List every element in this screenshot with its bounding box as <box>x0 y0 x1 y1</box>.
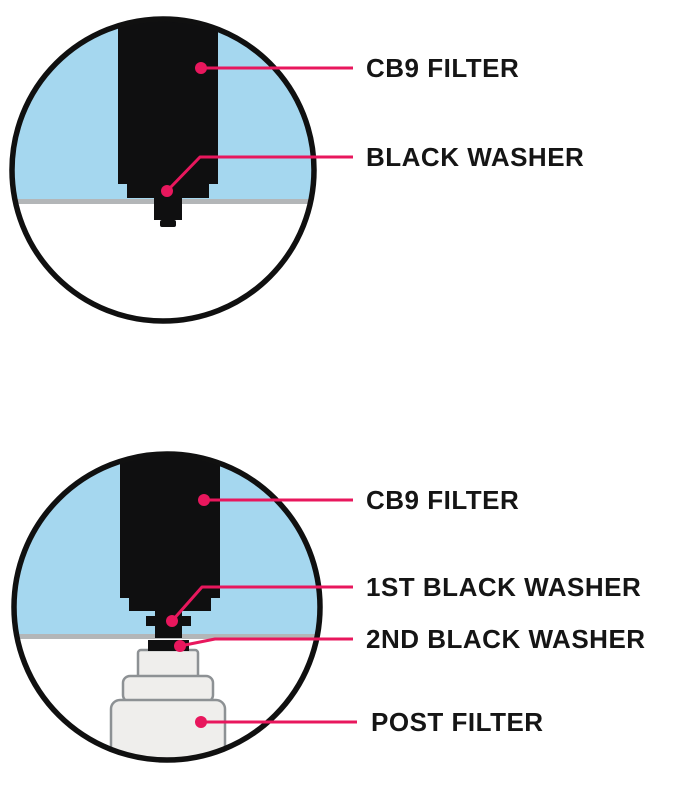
label-cb9-filter: CB9 FILTER <box>366 485 519 515</box>
filter-stem-tip <box>160 220 176 227</box>
cb9-filter-body <box>120 456 220 598</box>
label-post-filter: POST FILTER <box>371 707 544 737</box>
label-cb9-filter: CB9 FILTER <box>366 53 519 83</box>
label-first-black-washer: 1ST BLACK WASHER <box>366 572 641 602</box>
filter-stem <box>154 198 182 220</box>
second-washer-pointer-dot <box>174 640 186 652</box>
second-black-washer <box>148 640 189 651</box>
second-washer-leader-line <box>179 637 353 648</box>
post-filter-housing <box>109 698 227 758</box>
label-second-black-washer: 2ND BLACK WASHER <box>366 624 646 654</box>
cb9-pointer-dot <box>195 62 207 74</box>
first-washer-pointer-dot <box>166 615 178 627</box>
cb9-pointer-dot <box>198 494 210 506</box>
cb9-filter-base <box>129 598 211 611</box>
black-washer-pointer-dot <box>161 185 173 197</box>
black-washer-leader-line <box>165 155 353 193</box>
first-washer-leader-line <box>170 585 353 622</box>
post-filter-pointer-dot <box>195 716 207 728</box>
post-filter-neck <box>136 648 200 680</box>
top-diagram: CB9 FILTER BLACK WASHER <box>9 16 584 324</box>
post-filter-flange <box>121 674 215 704</box>
bottom-diagram: CB9 FILTER 1ST BLACK WASHER 2ND BLACK WA… <box>11 451 646 763</box>
top-circle-frame <box>9 16 317 324</box>
bottom-circle-frame <box>11 451 323 763</box>
label-black-washer: BLACK WASHER <box>366 142 584 172</box>
